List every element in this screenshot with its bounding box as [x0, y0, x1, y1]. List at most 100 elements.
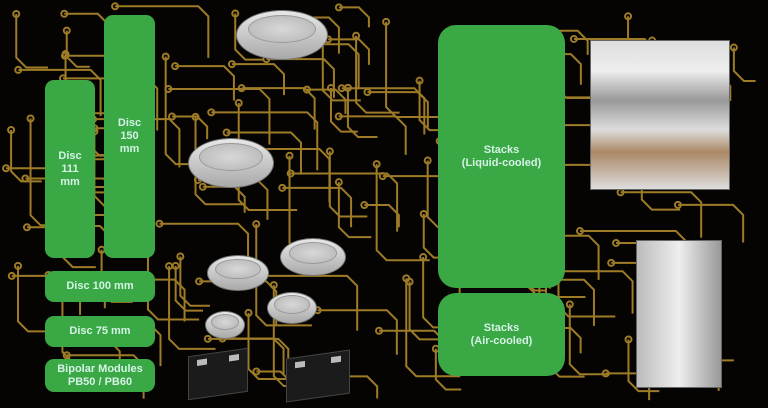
disc-100-mm-button[interactable]: Disc 100 mm	[45, 271, 155, 302]
circuit-pad	[419, 210, 428, 219]
disc-100-image	[280, 238, 346, 276]
stacks-liquid-cooled-button[interactable]: Stacks (Liquid-cooled)	[438, 25, 565, 288]
circuit-pad	[334, 112, 343, 121]
circuit-pad	[7, 271, 16, 280]
circuit-pad	[12, 9, 21, 18]
circuit-trace	[434, 348, 462, 391]
circuit-trace	[337, 182, 372, 239]
circuit-trace	[329, 87, 358, 133]
circuit-trace	[568, 304, 610, 376]
circuit-trace	[146, 227, 200, 321]
circuit-pad	[729, 43, 738, 52]
circuit-pad	[244, 308, 253, 317]
circuit-pad	[612, 238, 621, 247]
circuit-trace	[317, 309, 398, 355]
circuit-pad	[363, 88, 372, 97]
circuit-trace	[677, 203, 745, 243]
circuit-trace	[168, 87, 271, 145]
circuit-pad	[607, 258, 616, 267]
circuit-pad	[231, 9, 240, 18]
circuit-pad	[352, 31, 361, 40]
circuit-pad	[325, 147, 334, 156]
circuit-pad	[168, 112, 177, 121]
circuit-pad	[334, 3, 343, 12]
circuit-pad	[343, 83, 352, 92]
circuit-pad	[419, 253, 428, 262]
disc-111-image	[188, 138, 274, 188]
circuit-pad	[21, 174, 30, 183]
circuit-trace	[620, 191, 703, 238]
circuit-trace	[364, 204, 400, 228]
circuit-pad	[171, 261, 180, 270]
circuit-pad	[405, 277, 414, 286]
circuit-trace	[257, 274, 359, 331]
circuit-pad	[191, 112, 200, 121]
bipolar-modules-button[interactable]: Bipolar Modules PB50 / PB60	[45, 359, 155, 392]
circuit-trace	[172, 115, 209, 140]
stacks-air-cooled-button[interactable]: Stacks (Air-cooled)	[438, 293, 565, 376]
circuit-trace	[290, 172, 399, 232]
air-cooled-stack-image	[636, 240, 722, 388]
circuit-trace	[732, 47, 756, 83]
disc-75-image-2	[205, 311, 245, 339]
disc-111-mm-button[interactable]: Disc 111 mm	[45, 80, 95, 258]
bipolar-module-image-2	[286, 349, 350, 403]
circuit-pad	[285, 151, 294, 160]
circuit-trace	[175, 65, 235, 101]
circuit-trace	[375, 164, 430, 262]
disc-100-image-2	[207, 255, 269, 291]
circuit-trace	[65, 30, 90, 68]
circuit-trace	[367, 91, 429, 128]
circuit-pad	[155, 219, 164, 228]
circuit-trace	[378, 329, 446, 369]
circuit-pad	[334, 178, 343, 187]
circuit-pad	[624, 335, 633, 344]
circuit-trace	[338, 115, 407, 155]
circuit-pad	[222, 128, 231, 137]
disc-150-mm-button[interactable]: Disc 150 mm	[104, 15, 155, 258]
circuit-pad	[198, 182, 207, 191]
circuit-pad	[111, 2, 120, 11]
circuit-pad	[372, 160, 381, 169]
circuit-trace	[241, 87, 316, 130]
circuit-trace	[64, 12, 109, 41]
circuit-trace	[211, 111, 319, 171]
disc-75-image	[267, 292, 317, 324]
circuit-pad	[62, 351, 71, 360]
circuit-trace	[222, 337, 285, 375]
disc-75-mm-button[interactable]: Disc 75 mm	[45, 316, 155, 347]
circuit-pad	[161, 52, 170, 61]
circuit-trace	[328, 38, 370, 65]
circuit-trace	[115, 5, 210, 58]
circuit-trace	[343, 375, 379, 399]
circuit-trace	[355, 35, 400, 114]
circuit-trace	[341, 87, 426, 135]
disc-150-image	[236, 10, 328, 60]
circuit-pad	[382, 17, 391, 26]
circuit-pad	[374, 326, 383, 335]
circuit-pad	[286, 169, 295, 178]
circuit-trace	[233, 147, 331, 203]
circuit-trace	[266, 58, 335, 98]
circuit-pad	[62, 26, 71, 35]
circuit-trace	[549, 29, 589, 55]
circuit-pad	[14, 65, 23, 74]
circuit-trace	[321, 34, 361, 102]
circuit-trace	[226, 131, 302, 175]
circuit-trace	[346, 87, 378, 138]
circuit-trace	[15, 13, 49, 69]
circuit-pad	[575, 227, 584, 236]
circuit-trace	[338, 6, 370, 28]
circuit-pad	[269, 281, 278, 290]
circuit-trace	[18, 68, 102, 117]
circuit-pad	[171, 62, 180, 71]
circuit-pad	[360, 201, 369, 210]
circuit-pad	[565, 300, 574, 309]
circuit-pad	[252, 367, 261, 376]
circuit-pad	[673, 200, 682, 209]
circuit-trace	[282, 186, 353, 228]
circuit-trace	[10, 130, 42, 183]
circuit-pad	[60, 9, 69, 18]
circuit-pad	[601, 369, 610, 378]
circuit-pad	[252, 220, 261, 229]
